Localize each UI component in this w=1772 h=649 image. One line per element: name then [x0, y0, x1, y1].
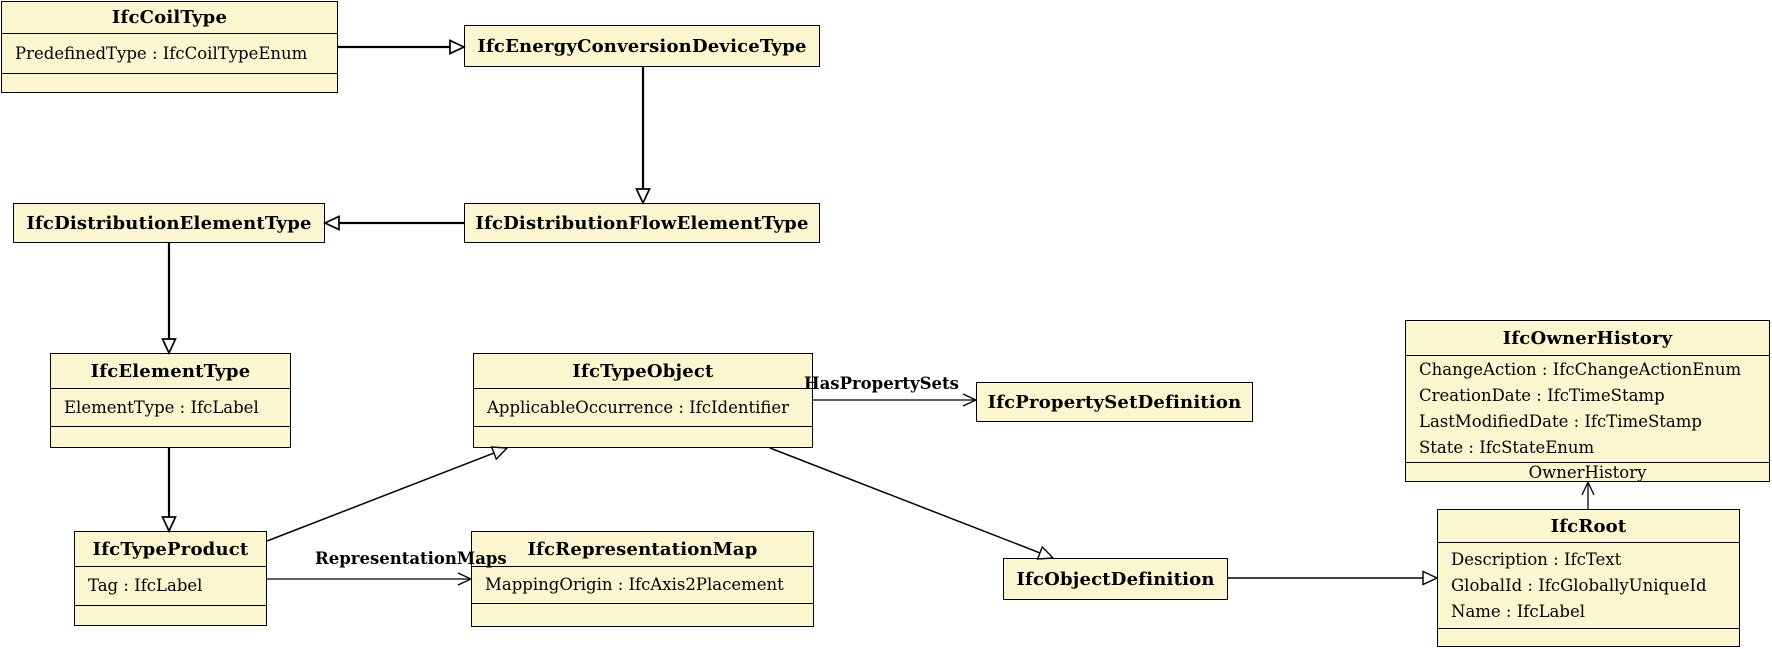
class-attribute: State : IfcStateEnum: [1419, 438, 1595, 457]
class-title: IfcOwnerHistory: [1502, 327, 1673, 349]
association-typeproduct-representationmaps: [267, 572, 473, 586]
class-title: IfcEnergyConversionDeviceType: [477, 35, 807, 57]
class-box-ifc-property-set-definition: IfcPropertySetDefinition: [976, 382, 1253, 422]
class-box-ifc-object-definition: IfcObjectDefinition: [1003, 558, 1228, 600]
class-box-ifc-type-product: IfcTypeProduct Tag : IfcLabel: [74, 531, 267, 626]
class-box-ifc-owner-history: IfcOwnerHistory ChangeAction : IfcChange…: [1405, 320, 1770, 482]
class-title: IfcRoot: [1550, 515, 1627, 537]
class-empty-compartment: [472, 603, 813, 626]
association-root-ownerhistory: [1581, 480, 1595, 509]
class-box-ifc-energy-conversion-device-type: IfcEnergyConversionDeviceType: [464, 25, 820, 67]
association-role-label-owner-history: OwnerHistory: [1406, 462, 1769, 482]
generalization-distributionflowelementtype-to-distributionelementtype: [322, 215, 464, 231]
generalization-distributionelementtype-to-elementtype: [161, 243, 177, 356]
class-empty-compartment: [474, 426, 812, 447]
class-attribute: CreationDate : IfcTimeStamp: [1419, 386, 1665, 405]
class-empty-compartment: [75, 605, 266, 625]
generalization-objectdefinition-to-root: [1228, 570, 1439, 586]
class-box-ifc-element-type: IfcElementType ElementType : IfcLabel: [50, 353, 291, 448]
class-title: IfcPropertySetDefinition: [987, 391, 1242, 413]
class-empty-compartment: [51, 426, 290, 447]
class-box-ifc-root: IfcRoot Description : IfcText GlobalId :…: [1437, 509, 1740, 647]
class-attribute: Tag : IfcLabel: [88, 576, 203, 595]
class-empty-compartment: [1438, 628, 1739, 646]
class-box-ifc-distribution-flow-element-type: IfcDistributionFlowElementType: [464, 203, 820, 243]
class-title: IfcDistributionFlowElementType: [475, 212, 809, 234]
class-box-ifc-distribution-element-type: IfcDistributionElementType: [13, 203, 325, 243]
class-attribute: ApplicableOccurrence : IfcIdentifier: [487, 397, 790, 417]
class-title: IfcElementType: [90, 360, 251, 382]
association-label-has-property-sets: HasPropertySets: [804, 374, 959, 393]
association-typeobject-haspropertysets: [813, 393, 978, 407]
class-attribute: ElementType : IfcLabel: [64, 397, 259, 417]
class-attribute: GlobalId : IfcGloballyUniqueId: [1451, 575, 1707, 595]
class-title: IfcDistributionElementType: [26, 212, 312, 234]
class-box-ifc-type-object: IfcTypeObject ApplicableOccurrence : Ifc…: [473, 353, 813, 448]
generalization-typeproduct-to-typeobject: [266, 446, 509, 542]
class-box-ifc-representation-map: IfcRepresentationMap MappingOrigin : Ifc…: [471, 531, 814, 627]
class-title: IfcRepresentationMap: [527, 538, 758, 560]
class-empty-compartment: [2, 73, 337, 92]
class-title: IfcTypeObject: [572, 360, 714, 382]
generalization-coiltype-to-energyconversiondevicetype: [338, 39, 467, 55]
class-attribute: MappingOrigin : IfcAxis2Placement: [485, 575, 784, 594]
association-label-representation-maps: RepresentationMaps: [315, 549, 507, 568]
class-attribute: LastModifiedDate : IfcTimeStamp: [1419, 412, 1702, 431]
class-attribute: Description : IfcText: [1451, 549, 1622, 569]
generalization-energyconversiondevicetype-to-distributionflowelementtype: [635, 67, 651, 206]
class-title: IfcCoilType: [111, 7, 228, 28]
class-title: IfcObjectDefinition: [1016, 568, 1215, 590]
class-attribute: ChangeAction : IfcChangeActionEnum: [1419, 360, 1742, 379]
class-box-ifc-coil-type: IfcCoilType PredefinedType : IfcCoilType…: [1, 1, 338, 93]
class-title: IfcTypeProduct: [92, 538, 249, 560]
class-attribute: Name : IfcLabel: [1451, 601, 1585, 621]
class-attribute: PredefinedType : IfcCoilTypeEnum: [15, 43, 308, 63]
generalization-elementtype-to-typeproduct: [161, 448, 177, 534]
